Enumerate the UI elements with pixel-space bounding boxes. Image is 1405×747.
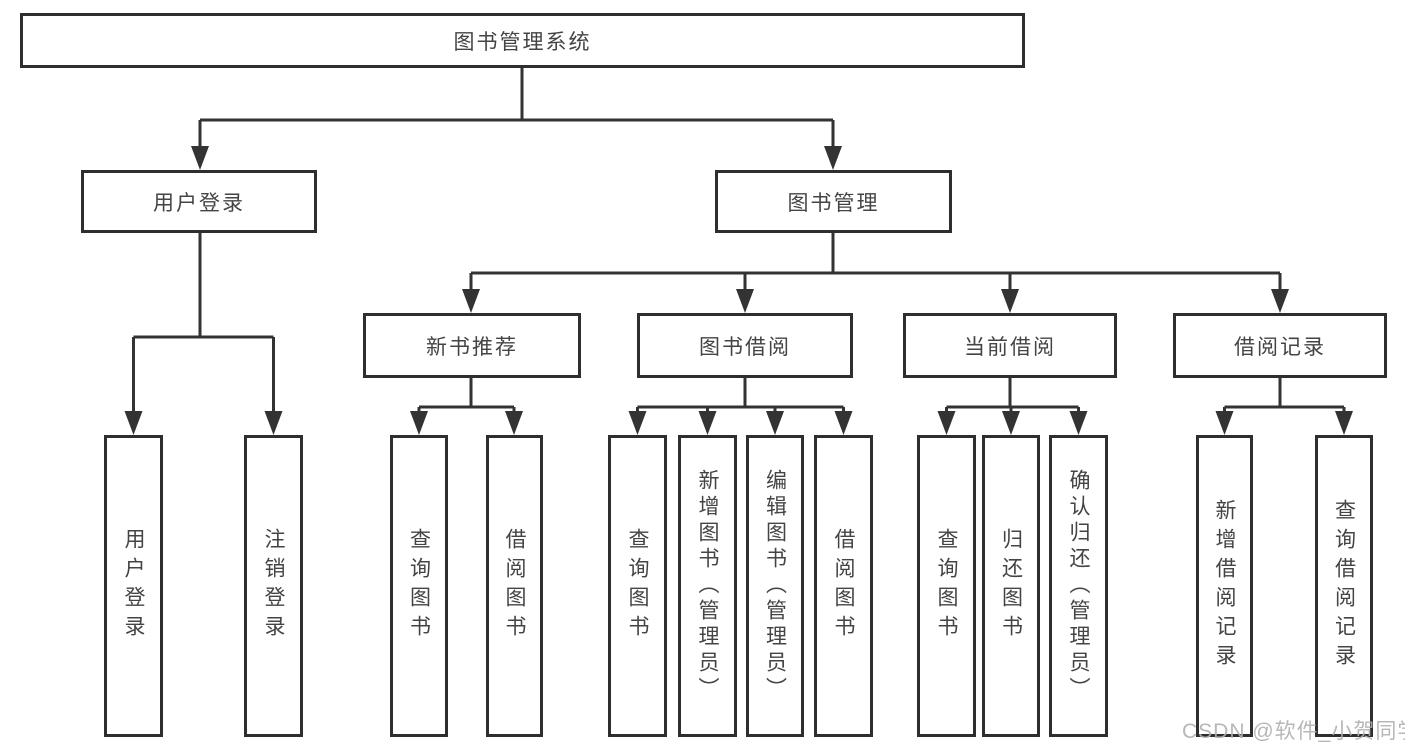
leaf-borrow-books-1: 借阅图书	[486, 435, 543, 737]
node-root-system: 图书管理系统	[20, 13, 1025, 68]
node-current-borrowing: 当前借阅	[903, 313, 1117, 378]
node-borrow-records: 借阅记录	[1173, 313, 1387, 378]
node-label: 借阅记录	[1234, 335, 1326, 359]
leaf-user-login: 用户登录	[104, 435, 163, 737]
node-label: 查询借阅记录	[1332, 499, 1356, 673]
node-label: 编辑图书（管理员）	[763, 469, 787, 703]
leaf-add-borrow-record: 新增借阅记录	[1196, 435, 1253, 737]
node-label: 确认归还（管理员）	[1067, 469, 1090, 703]
node-label: 新增图书（管理员）	[696, 469, 719, 703]
node-label: 新增借阅记录	[1213, 499, 1236, 673]
leaf-query-books-2: 查询图书	[608, 435, 667, 737]
leaf-borrow-books-2: 借阅图书	[814, 435, 873, 737]
node-label: 图书借阅	[699, 335, 791, 359]
node-label: 借阅图书	[832, 528, 855, 644]
node-book-borrowing: 图书借阅	[637, 313, 853, 378]
csdn-watermark: CSDN @软件_小贺同学	[1182, 720, 1405, 743]
node-user-login-module: 用户登录	[81, 170, 317, 233]
node-label: 查询图书	[626, 528, 649, 644]
node-label: 用户登录	[153, 191, 245, 215]
node-label: 新书推荐	[426, 335, 518, 359]
leaf-query-books-1: 查询图书	[390, 435, 448, 737]
leaf-query-books-3: 查询图书	[917, 435, 976, 737]
node-label: 借阅图书	[503, 528, 526, 644]
node-label: 用户登录	[122, 528, 145, 644]
leaf-query-borrow-record: 查询借阅记录	[1315, 435, 1373, 737]
leaf-add-books-admin: 新增图书（管理员）	[678, 435, 737, 737]
node-label: 注销登录	[262, 528, 285, 644]
leaf-return-books: 归还图书	[982, 435, 1040, 737]
node-book-management-module: 图书管理	[715, 170, 952, 233]
leaf-edit-books-admin: 编辑图书（管理员）	[746, 435, 804, 737]
node-label: 归还图书	[999, 528, 1023, 644]
leaf-confirm-return-admin: 确认归还（管理员）	[1049, 435, 1108, 737]
node-label: 查询图书	[407, 528, 431, 644]
node-new-book-recommend: 新书推荐	[363, 313, 581, 378]
node-label: 图书管理	[787, 191, 880, 215]
arrowhead-icons	[124, 146, 1353, 435]
leaf-logout: 注销登录	[244, 435, 303, 737]
node-label: 当前借阅	[964, 335, 1056, 359]
node-label: 查询图书	[935, 528, 958, 644]
node-label: 图书管理系统	[453, 30, 592, 54]
